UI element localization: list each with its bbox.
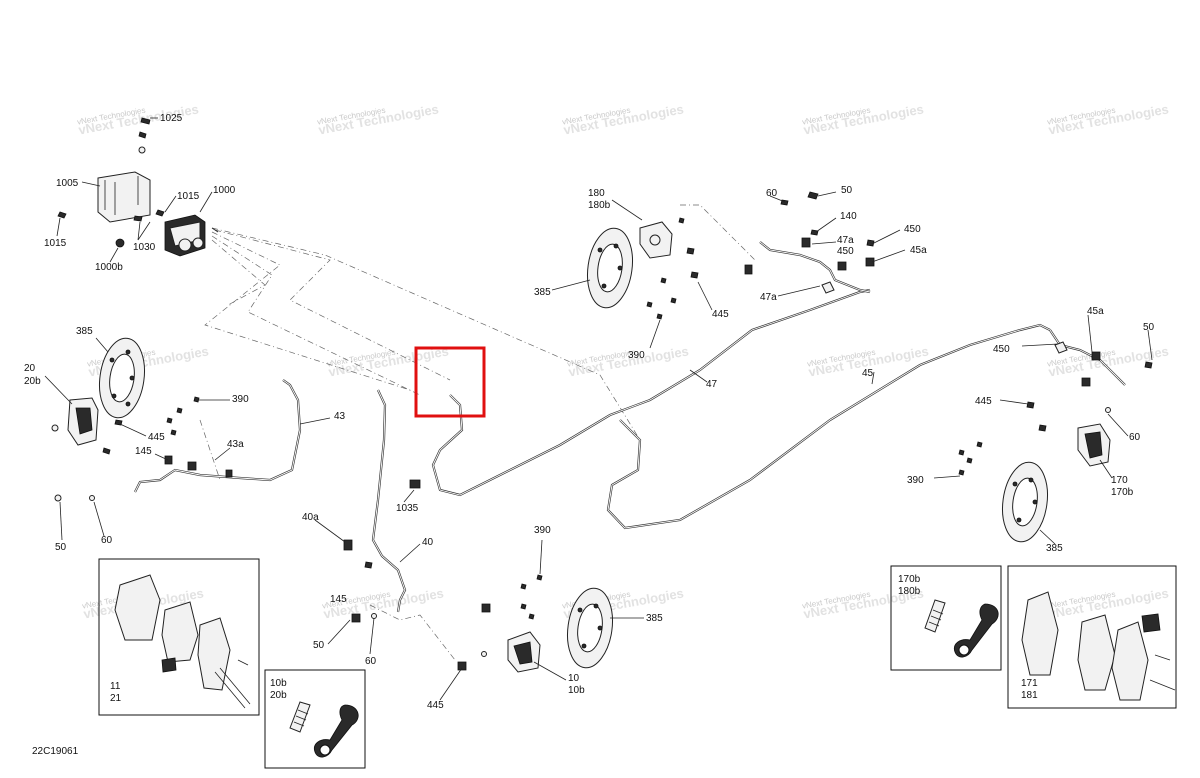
callout-60: 60 [766, 188, 778, 199]
callout-450: 450 [837, 246, 854, 257]
abs-module [57, 117, 219, 257]
detail-box-brake-pads-front [98, 558, 260, 716]
callout-50: 50 [841, 185, 853, 196]
callout-40: 40 [422, 537, 434, 548]
callout-445: 445 [148, 432, 165, 443]
callout-1015: 1015 [44, 238, 67, 249]
callout-47: 47 [706, 379, 718, 390]
callout-47a: 47a [837, 235, 854, 246]
callout-50: 50 [1143, 322, 1155, 333]
callout-180b: 180b [588, 200, 611, 211]
callout-1025: 1025 [160, 113, 183, 124]
callout-145: 145 [135, 446, 152, 457]
callout-390: 390 [232, 394, 249, 405]
callout-60: 60 [1129, 432, 1141, 443]
callout-445: 445 [427, 700, 444, 711]
callout-385: 385 [1046, 543, 1063, 554]
callout-47a: 47a [760, 292, 777, 303]
callout-1030: 1030 [133, 242, 156, 253]
callout-20: 20 [24, 363, 36, 374]
callout-385: 385 [76, 326, 93, 337]
callout-11: 11 [110, 681, 121, 692]
callout-10b: 10b [568, 685, 585, 696]
callout-140: 140 [840, 211, 857, 222]
callout-1035: 1035 [396, 503, 419, 514]
assembly-guide-lines [199, 204, 756, 661]
callout-170b: 170b [898, 574, 921, 585]
leader-lines [44, 117, 1153, 701]
callout-50: 50 [313, 640, 325, 651]
callout-60: 60 [365, 656, 377, 667]
callout-145: 145 [330, 594, 347, 605]
highlight-box [414, 346, 486, 418]
right-brake-assembly [958, 341, 1153, 543]
watermark-group: vNext Technologies vNext Technologies vN… [76, 101, 1169, 621]
brake-line-47-segment [431, 288, 871, 497]
callout-445: 445 [975, 396, 992, 407]
front-left-brake-assembly [51, 337, 233, 502]
callout-181: 181 [1021, 690, 1038, 701]
callout-43: 43 [334, 411, 346, 422]
callout-45a: 45a [1087, 306, 1104, 317]
detail-box-bleeder-right [890, 565, 1002, 671]
callout-450: 450 [904, 224, 921, 235]
callout-10b: 10b [270, 678, 287, 689]
callout-180: 180 [588, 188, 605, 199]
callout-385: 385 [646, 613, 663, 624]
callout-labels: 1025 1005 1015 1000 1015 1030 1000b 180 … [24, 113, 1155, 757]
callout-21: 21 [110, 693, 122, 704]
callout-385: 385 [534, 287, 551, 298]
callout-390: 390 [534, 525, 551, 536]
callout-20b: 20b [270, 690, 287, 701]
callout-171: 171 [1021, 678, 1038, 689]
diagram-id: 22C19061 [32, 746, 79, 757]
callout-445: 445 [712, 309, 729, 320]
callout-43a: 43a [227, 439, 244, 450]
callout-390: 390 [628, 350, 645, 361]
top-center-brake-assembly [587, 191, 875, 320]
detail-box-bleeder-left [264, 669, 366, 769]
callout-170b: 170b [1111, 487, 1134, 498]
callout-1015: 1015 [177, 191, 200, 202]
callout-1005: 1005 [56, 178, 79, 189]
brake-lines [134, 241, 1126, 613]
callout-45a: 45a [910, 245, 927, 256]
detail-box-brake-pads-right [1007, 565, 1177, 709]
callout-10: 10 [568, 673, 580, 684]
callout-1000: 1000 [213, 185, 236, 196]
callout-45: 45 [862, 368, 874, 379]
callout-180b: 180b [898, 586, 921, 597]
callout-390: 390 [907, 475, 924, 486]
callout-170: 170 [1111, 475, 1128, 486]
callout-450: 450 [993, 344, 1010, 355]
callout-60: 60 [101, 535, 113, 546]
callout-40a: 40a [302, 512, 319, 523]
bottom-center-brake-assembly [343, 479, 613, 673]
callout-50: 50 [55, 542, 67, 553]
callout-20b: 20b [24, 376, 41, 387]
callout-1000b: 1000b [95, 262, 123, 273]
